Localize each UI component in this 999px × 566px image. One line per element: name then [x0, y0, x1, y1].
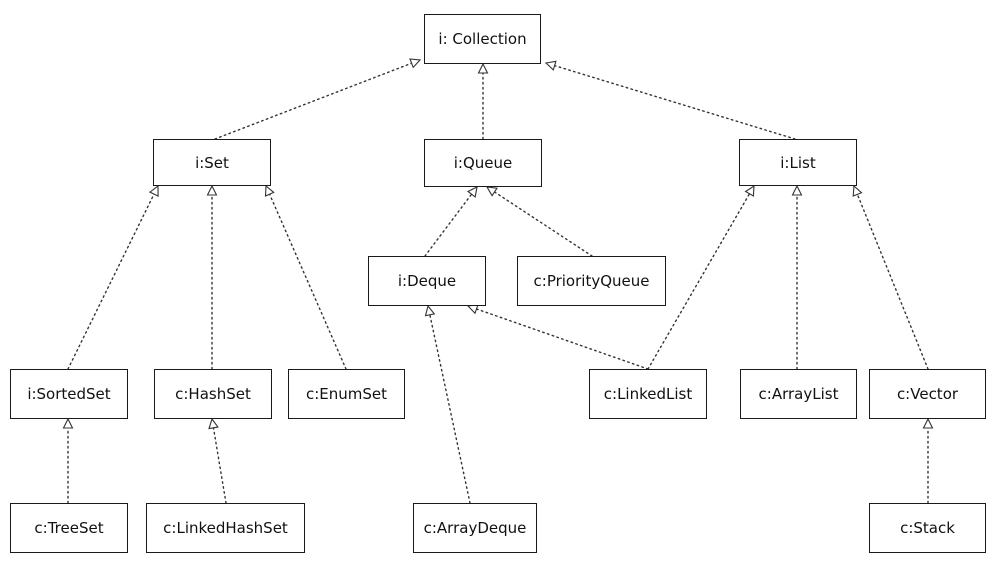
node-queue: i:Queue [424, 139, 542, 187]
edge-arraydeque-to-deque [429, 314, 471, 504]
arrowhead-priorityqueue-to-queue [485, 186, 498, 197]
edge-list-to-collection [553, 64, 796, 140]
arrowhead-enumset-to-set [264, 184, 275, 197]
edge-priorityqueue-to-queue [493, 191, 593, 257]
node-treeset: c:TreeSet [10, 503, 128, 553]
edge-enumset-to-set [268, 193, 347, 370]
node-vector: c:Vector [869, 369, 986, 419]
arrowhead-list-to-collection [544, 60, 557, 71]
node-stack: c:Stack [869, 503, 986, 553]
edge-deque-to-queue [424, 193, 473, 257]
arrowhead-arraylist-to-list [791, 184, 803, 196]
edge-linkedlist-to-list [647, 193, 751, 370]
edge-linkedlist-to-deque [475, 308, 649, 370]
edge-linkedhashset-to-hashset [212, 427, 227, 504]
node-list: i:List [739, 139, 857, 186]
arrowhead-stack-to-vector [922, 417, 934, 429]
edge-set-to-collection [214, 62, 413, 140]
node-linkedhashset: c:LinkedHashSet [146, 503, 305, 553]
node-deque: i:Deque [368, 256, 486, 306]
arrowhead-deque-to-queue [466, 186, 478, 198]
node-linkedlist: c:LinkedList [589, 369, 707, 419]
node-set: i:Set [153, 139, 271, 186]
arrowhead-set-to-collection [409, 58, 422, 69]
node-sortedset: i:SortedSet [10, 369, 128, 419]
node-priorityqueue: c:PriorityQueue [517, 256, 666, 306]
edge-vector-to-list [856, 193, 929, 370]
node-arraydeque: c:ArrayDeque [413, 503, 537, 553]
arrowhead-queue-to-collection [477, 62, 489, 74]
node-enumset: c:EnumSet [288, 369, 405, 419]
arrowhead-linkedhashset-to-hashset [208, 417, 219, 430]
arrowhead-linkedlist-to-list [744, 184, 755, 197]
arrowhead-treeset-to-sortedset [62, 417, 74, 429]
arrowhead-sortedset-to-set [148, 184, 159, 197]
arrowhead-hashset-to-set [206, 184, 218, 196]
node-arraylist: c:ArrayList [740, 369, 857, 419]
edge-sortedset-to-set [67, 193, 155, 370]
arrowhead-arraydeque-to-deque [424, 304, 436, 317]
node-collection: i: Collection [424, 14, 541, 64]
arrowhead-vector-to-list [852, 184, 863, 197]
node-hashset: c:HashSet [154, 369, 272, 419]
